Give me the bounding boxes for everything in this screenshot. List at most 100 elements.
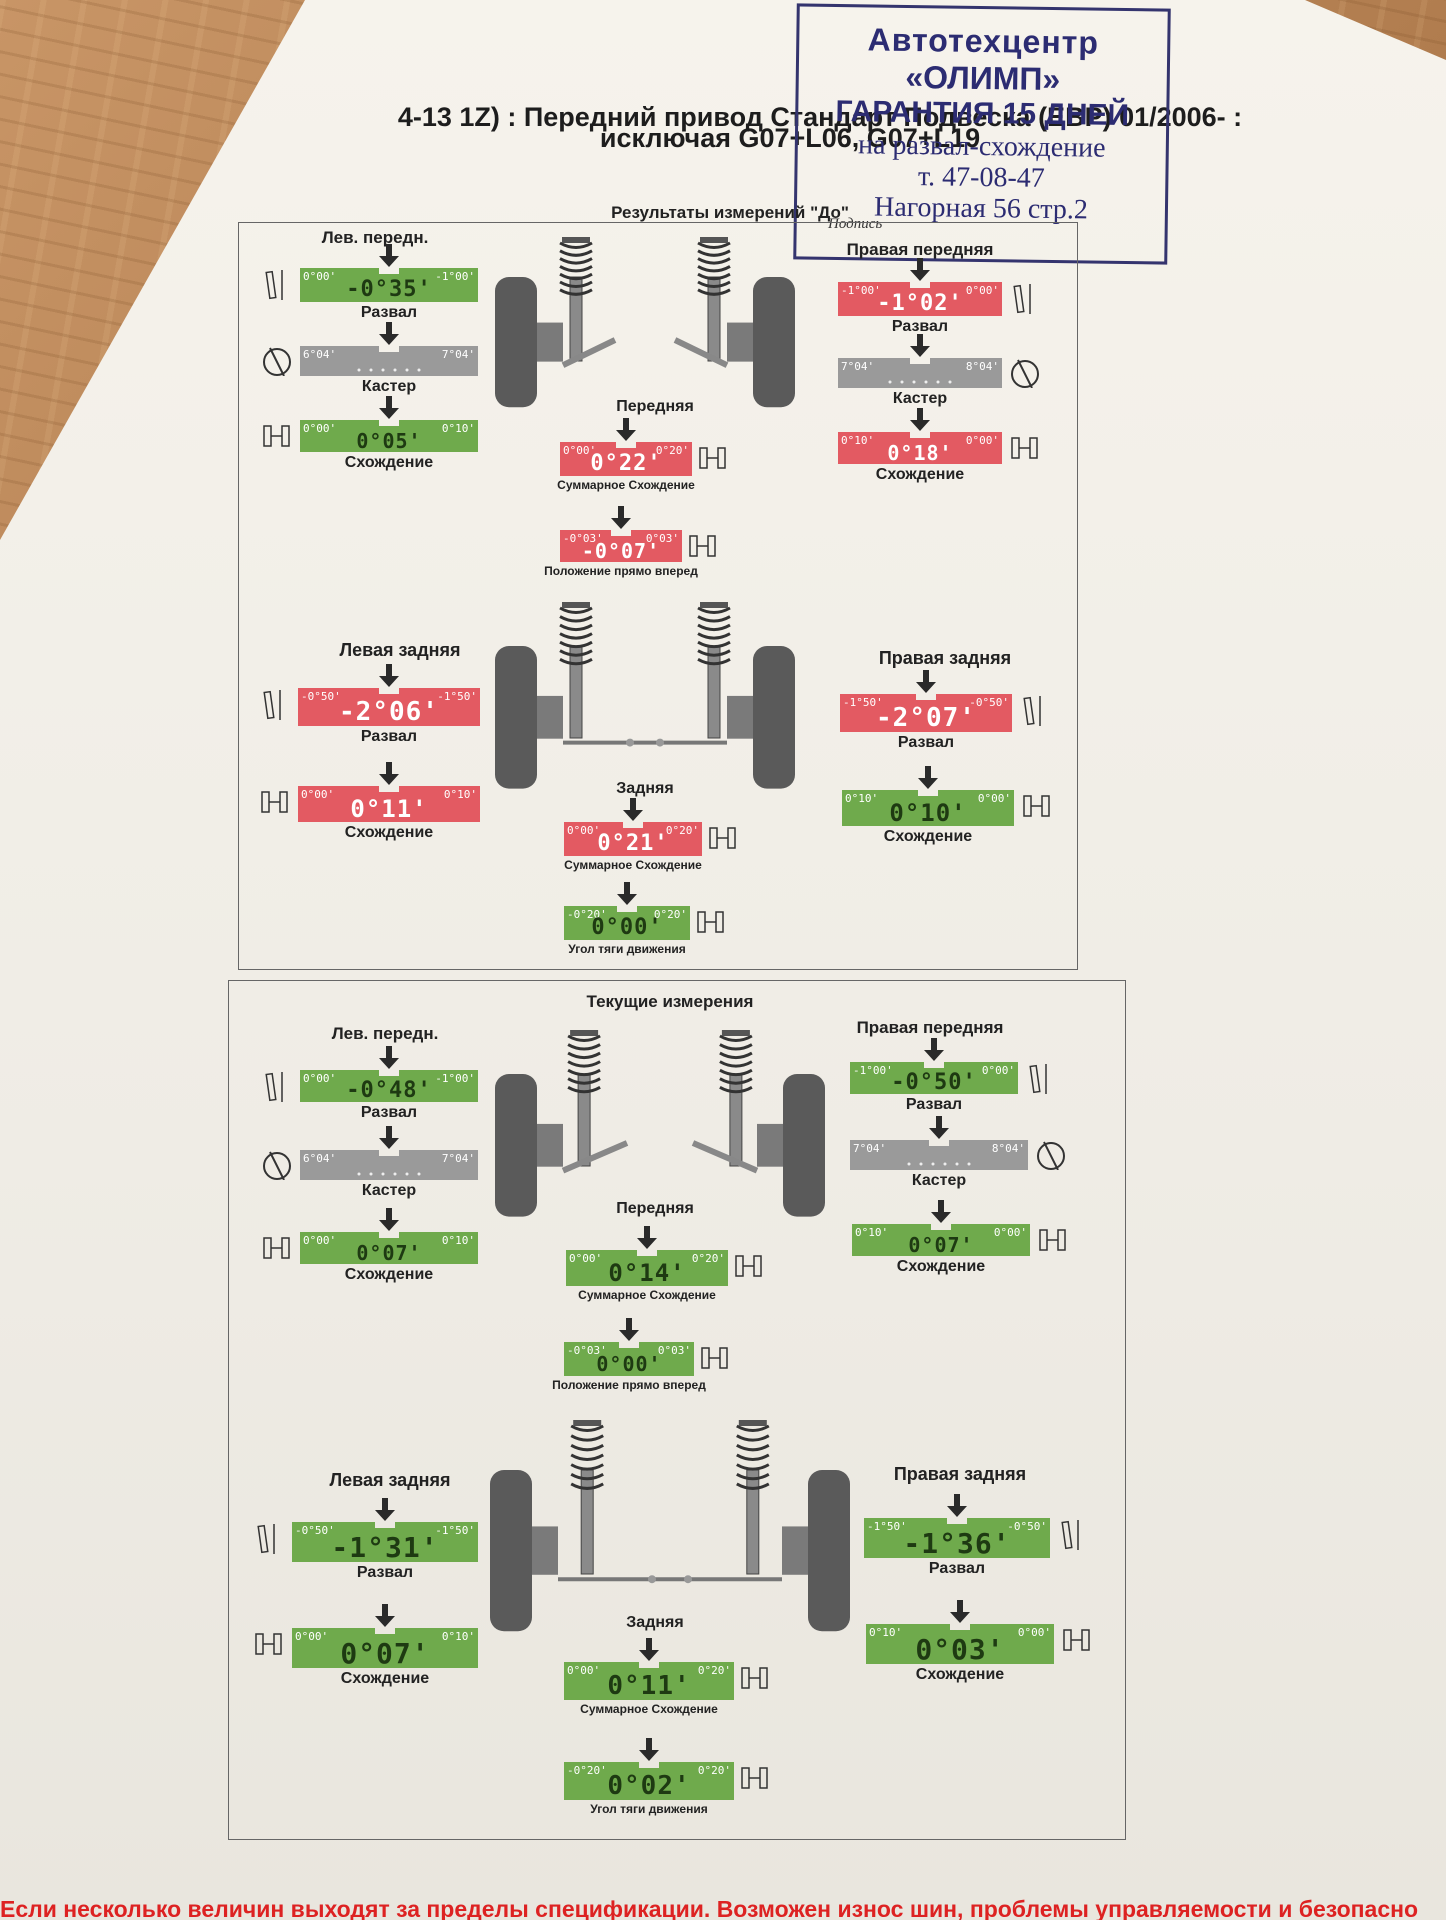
- current-lr-camber-caption: Развал: [356, 1564, 414, 1581]
- toe-wheels-icon: [735, 1255, 762, 1277]
- toe-wheels-icon: [741, 1667, 768, 1689]
- before-front-total-gauge: 0°00'0°20'0°22': [560, 442, 692, 476]
- before-rr-camber-caption: Развал: [897, 734, 955, 751]
- toe-wheels-icon: [255, 1633, 282, 1655]
- current-lf-toe-gauge: 0°00'0°10'0°07': [300, 1232, 478, 1265]
- current-lf-toe-caption: Схождение: [344, 1266, 434, 1283]
- before-lf-toe-value: 0°05': [356, 429, 422, 453]
- before-rr-camber-max-limit: -0°50': [969, 696, 1009, 709]
- caster-scale-dot: [393, 368, 397, 372]
- current-lf-camber-gauge: 0°00'-1°00'-0°48': [300, 1070, 478, 1103]
- current-lr-camber-max-limit: -1°50': [435, 1524, 475, 1537]
- toe-wheels-icon: [263, 425, 290, 447]
- current-rr-toe-arrow-icon: [950, 1600, 970, 1623]
- current-front-total-max-limit: 0°20': [691, 1252, 725, 1265]
- before-right-rear-heading: Правая задняя: [878, 648, 1012, 668]
- before-lf-caster-gauge: 6°04'7°04': [300, 346, 478, 376]
- before-steer-arrow-icon: [611, 506, 631, 529]
- caster-scale-dot: [369, 368, 373, 372]
- current-steer-arrow-icon: [619, 1318, 639, 1341]
- current-lf-toe-min-limit: 0°00': [303, 1234, 337, 1247]
- before-rr-camber-min-limit: -1°50': [843, 696, 883, 709]
- before-rf-toe-caption: Схождение: [875, 466, 965, 483]
- before-lr-camber-value: -2°06': [339, 697, 439, 727]
- caster-scale-dot: [924, 380, 928, 384]
- before-rf-caster-min-limit: 7°04': [841, 360, 875, 373]
- before-rf-caster-caption: Кастер: [892, 390, 948, 407]
- before-front-total-gauge-bar: [560, 442, 692, 476]
- before-lr-camber-arrow-icon: [379, 664, 399, 687]
- current-left-front-heading: Лев. передн.: [331, 1024, 439, 1043]
- caster-scale-dot: [357, 1172, 361, 1176]
- current-rr-camber-caption: Развал: [928, 1560, 986, 1577]
- camber-wheel-icon: [1013, 284, 1031, 314]
- before-rf-camber-gauge: -1°00'0°00'-1°02': [838, 282, 1002, 316]
- current-rear-total-gauge: 0°00'0°20'0°11': [564, 1662, 734, 1701]
- caster-scale-dot: [393, 1172, 397, 1176]
- before-lr-camber-max-limit: -1°50': [437, 690, 477, 703]
- current-lr-camber-gauge: -0°50'-1°50'-1°31': [292, 1522, 478, 1564]
- before-rear-total-min-limit: 0°00': [567, 824, 601, 837]
- before-lf-camber-caption: Развал: [360, 304, 418, 321]
- before-front-total-caption: Суммарное Схождение: [557, 478, 695, 492]
- before-rr-toe-caption: Схождение: [883, 828, 973, 845]
- stamp-line-4: на развал-схождение: [857, 129, 1106, 164]
- current-rr-toe-value: 0°03': [915, 1633, 1005, 1666]
- before-rf-camber-value: -1°02': [877, 291, 963, 316]
- signature-label: Подпись: [828, 216, 883, 232]
- current-lf-camber-gauge-bar: [300, 1070, 478, 1102]
- before-steer-value: -0°07': [581, 539, 661, 563]
- current-rf-camber-value: -0°50': [891, 1070, 977, 1095]
- toe-wheels-icon: [1023, 795, 1050, 817]
- camber-wheel-icon: [1029, 1064, 1047, 1094]
- before-lf-caster-max-limit: 7°04': [441, 348, 475, 361]
- before-rf-caster-gauge: 7°04'8°04': [838, 358, 1002, 388]
- before-left-front-heading: Лев. передн.: [321, 228, 429, 247]
- stamp-line-3: ГАРАНТИЯ 15 ДНЕЙ: [835, 94, 1130, 133]
- before-rf-camber-max-limit: 0°00': [965, 284, 999, 297]
- before-rf-toe-arrow-icon: [910, 408, 930, 431]
- before-steer-min-limit: -0°03': [563, 532, 603, 545]
- toe-wheels-icon: [697, 911, 724, 933]
- current-rear-axle-heading: Задняя: [626, 1614, 684, 1631]
- toe-wheels-icon: [709, 827, 736, 849]
- before-rr-toe-value: 0°10': [889, 799, 967, 827]
- current-front-suspension-illustration: [495, 1030, 825, 1217]
- before-lf-caster-caption: Кастер: [361, 378, 417, 395]
- before-lr-toe-caption: Схождение: [344, 824, 434, 841]
- caster-scale-dot: [417, 1172, 421, 1176]
- current-left-rear-heading: Левая задняя: [329, 1470, 451, 1490]
- current-rf-toe-max-limit: 0°00': [993, 1226, 1027, 1239]
- caster-scale-dot: [943, 1162, 947, 1166]
- current-rr-camber-max-limit: -0°50': [1007, 1520, 1047, 1533]
- before-lr-toe-min-limit: 0°00': [301, 788, 335, 801]
- current-rf-camber-arrow-icon: [924, 1038, 944, 1061]
- current-thrust-arrow-icon: [639, 1738, 659, 1761]
- current-rf-toe-caption: Схождение: [896, 1258, 986, 1275]
- before-steer-gauge-bar: [560, 530, 682, 562]
- before-lr-camber-gauge-bar: [298, 688, 480, 726]
- current-lf-camber-min-limit: 0°00': [303, 1072, 337, 1085]
- before-rr-toe-gauge: 0°10'0°00'0°10': [842, 790, 1014, 827]
- current-rf-camber-max-limit: 0°00': [981, 1064, 1015, 1077]
- current-rf-caster-gauge: 7°04'8°04': [850, 1140, 1028, 1170]
- toe-wheels-icon: [741, 1767, 768, 1789]
- before-rr-camber-arrow-icon: [916, 670, 936, 693]
- caster-scale-dot: [919, 1162, 923, 1166]
- before-rear-total-gauge-bar: [564, 822, 702, 856]
- current-rf-toe-gauge-bar: [852, 1224, 1030, 1256]
- footer-warning: Если несколько величин выходят за предел…: [0, 1896, 1419, 1920]
- current-front-total-gauge: 0°00'0°20'0°14': [566, 1250, 728, 1287]
- current-rf-caster-arrow-icon: [929, 1116, 949, 1139]
- caster-scale-dot: [417, 368, 421, 372]
- caster-scale-dot: [369, 1172, 373, 1176]
- toe-wheels-icon: [261, 791, 288, 813]
- before-thrust-arrow-icon: [617, 882, 637, 905]
- current-rf-camber-gauge-bar: [850, 1062, 1018, 1094]
- current-front-total-value: 0°14': [608, 1259, 686, 1287]
- camber-wheel-icon: [1061, 1520, 1079, 1550]
- before-lf-toe-min-limit: 0°00': [303, 422, 337, 435]
- before-lf-camber-value: -0°35': [346, 277, 432, 302]
- current-rf-toe-arrow-icon: [931, 1200, 951, 1223]
- caster-scale-dot: [900, 380, 904, 384]
